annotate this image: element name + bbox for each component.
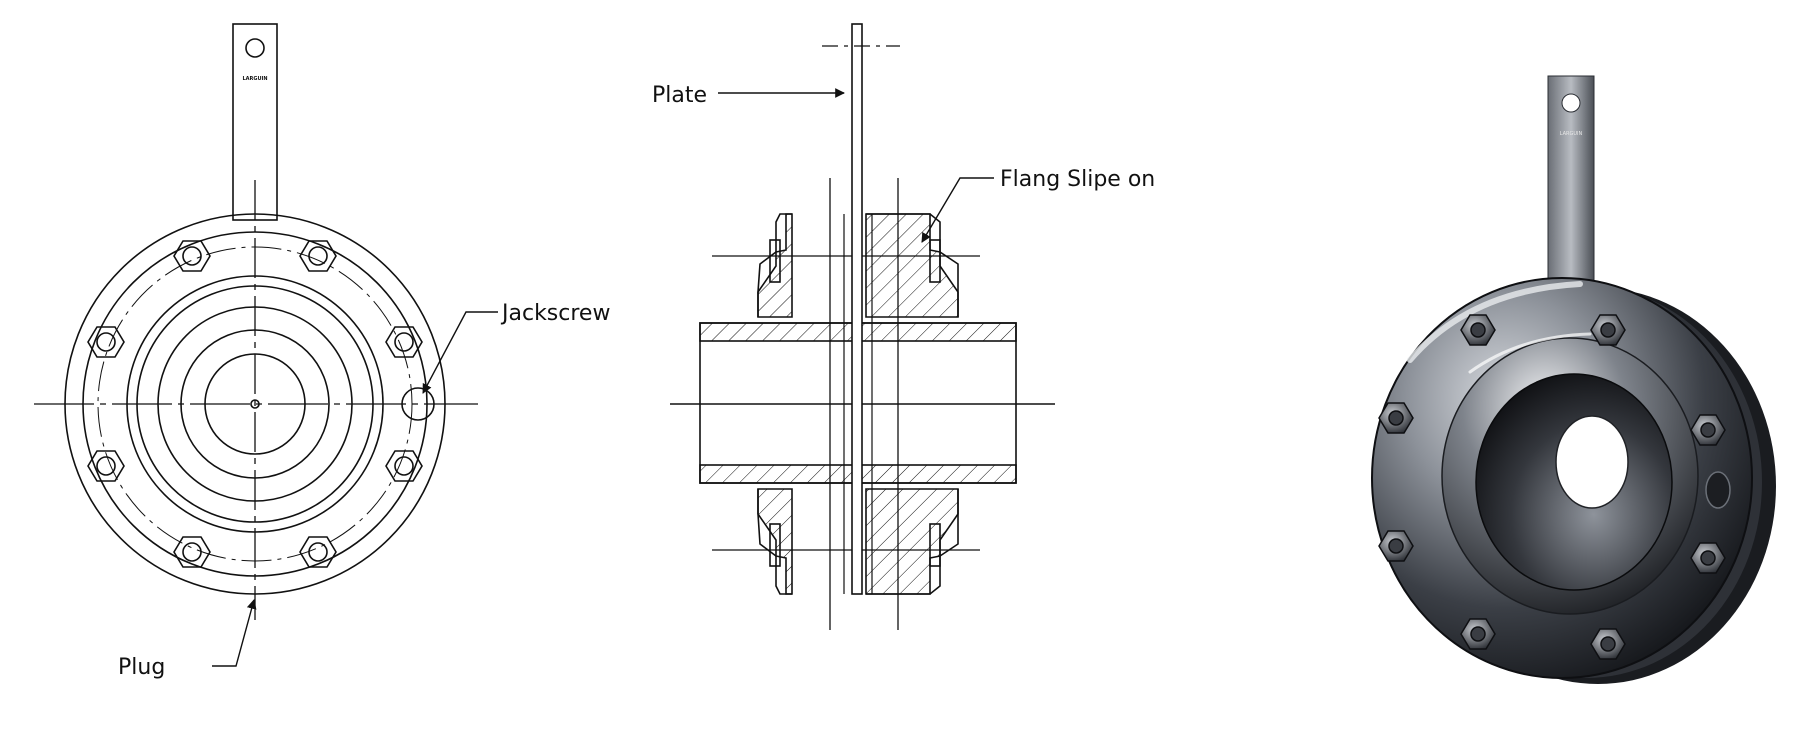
upper-right-flange-section: [865, 213, 959, 318]
plate-label: Plate: [652, 83, 707, 108]
render-handle-brand: LARGUIN: [1560, 131, 1583, 137]
handle-hole: [245, 38, 265, 58]
flange-slip-on-label: Flang Slipe on: [1000, 167, 1155, 192]
jackscrew-hole: [401, 387, 435, 421]
orifice-plate: [851, 23, 863, 595]
front-view-bolts: [87, 240, 423, 568]
flange-outer-edge: [64, 213, 446, 595]
render-nuts: [1378, 314, 1726, 660]
render-jackscrew-hole: [1705, 471, 1731, 509]
front-view-drawing: LARGUIN: [34, 23, 498, 667]
bolt-circle: [97, 246, 413, 562]
lower-right-flange-section: [865, 488, 959, 595]
flange-3d-render: LARGUIN: [1371, 75, 1776, 684]
section-view-drawing: [670, 23, 1055, 630]
upper-left-flange-section: [757, 213, 793, 318]
lower-left-flange-section: [757, 488, 793, 595]
jackscrew-label: Jackscrew: [500, 301, 610, 326]
plug-label: Plug: [118, 655, 165, 680]
render-orifice-opening: [1555, 415, 1629, 509]
handle-brand-text: LARGUIN: [242, 76, 267, 82]
